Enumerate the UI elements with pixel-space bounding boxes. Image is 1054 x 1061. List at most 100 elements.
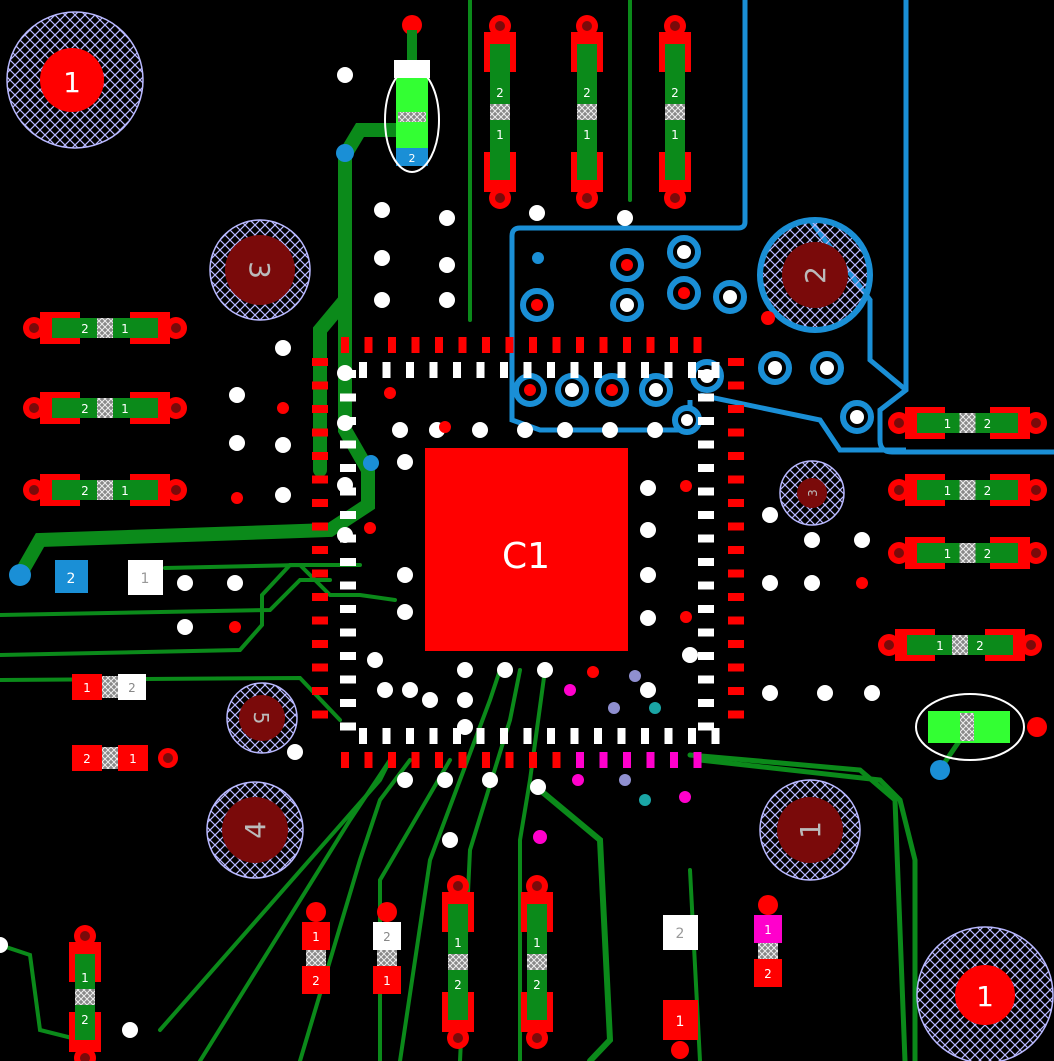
- pad: [754, 915, 782, 943]
- mounting-hole-label: 3: [806, 489, 820, 497]
- pin-label: 1: [83, 681, 91, 695]
- via-drill: [1031, 485, 1041, 495]
- chip-pin: [641, 362, 649, 378]
- pad: [72, 745, 102, 771]
- chip-pin: [547, 728, 555, 744]
- chip-pin: [364, 752, 373, 768]
- pad: [754, 959, 782, 987]
- chip-pin: [570, 362, 579, 378]
- via: [640, 480, 656, 496]
- mounting-hole-label: 1: [976, 980, 994, 1013]
- chip-pin: [698, 487, 714, 496]
- chip-pin: [698, 558, 714, 566]
- chip-pin: [364, 337, 373, 353]
- pad: [118, 745, 148, 771]
- component-marker: [959, 480, 976, 500]
- via: [640, 522, 656, 538]
- chip-c1-body: [425, 448, 628, 651]
- via: [337, 365, 353, 381]
- via: [497, 662, 513, 678]
- component-marker: [102, 747, 118, 769]
- via: [472, 422, 488, 438]
- chip-pin: [312, 428, 328, 437]
- chip-pin: [406, 728, 414, 744]
- chip-pin: [728, 663, 744, 672]
- pin-label: 1: [944, 484, 952, 498]
- via: [367, 652, 383, 668]
- via: [422, 692, 438, 708]
- chip-pin: [698, 534, 714, 543]
- via-pad: [1027, 717, 1047, 737]
- via: [854, 532, 870, 548]
- highlight-ring-top: [384, 67, 440, 173]
- mounting-hole-label: 2: [799, 266, 832, 284]
- via: [442, 832, 458, 848]
- pin-label: 2: [533, 978, 541, 992]
- chip-pin: [728, 358, 744, 366]
- chip-pin: [312, 499, 328, 507]
- via-drill: [171, 323, 181, 333]
- component-marker: [97, 318, 113, 338]
- chip-pin: [688, 728, 696, 744]
- chip-pin: [570, 728, 579, 744]
- via: [337, 477, 353, 493]
- via-drill: [495, 193, 505, 203]
- mounting-hole-small: 3: [779, 460, 845, 526]
- via: [0, 937, 8, 953]
- chip-pin: [476, 362, 485, 378]
- chip-pin: [623, 752, 631, 768]
- via: [397, 567, 413, 583]
- via: [457, 692, 473, 708]
- pin-label: 2: [583, 86, 591, 100]
- mounting-hole-2: 2: [757, 217, 873, 333]
- via: [557, 422, 573, 438]
- pin-label: 2: [984, 484, 992, 498]
- chip-pin: [728, 710, 744, 719]
- via-drill: [29, 323, 39, 333]
- via: [374, 292, 390, 308]
- chip-pin: [599, 337, 608, 353]
- pin-label: 2: [409, 152, 416, 165]
- chip-pin: [340, 581, 356, 590]
- via: [177, 575, 193, 591]
- chip-pin: [340, 628, 356, 637]
- resistor-vertical: 12: [442, 875, 474, 1049]
- chip-pin: [482, 752, 490, 768]
- chip-pin: [435, 752, 443, 768]
- component-marker: [952, 635, 968, 655]
- pin-label: 1: [454, 936, 462, 950]
- via: [374, 202, 390, 218]
- pin-label: 1: [496, 128, 504, 142]
- via-pad: [758, 895, 778, 915]
- highlighted-component-right[interactable]: [928, 711, 1047, 743]
- chip-pin: [688, 362, 696, 378]
- via: [529, 205, 545, 221]
- via: [439, 257, 455, 273]
- via: [397, 772, 413, 788]
- chip-pin: [312, 640, 328, 648]
- chip-pin: [312, 522, 328, 531]
- chip-pin: [382, 362, 391, 378]
- pin-label: 2: [984, 547, 992, 561]
- via: [864, 685, 880, 701]
- chip-pin: [340, 652, 356, 660]
- component-marker: [75, 989, 95, 1005]
- chip-pin: [728, 569, 744, 578]
- via-pad: [377, 902, 397, 922]
- mounting-hole-label: 1: [63, 66, 81, 99]
- chip-pin: [664, 362, 673, 378]
- pin-label: 1: [533, 936, 541, 950]
- via: [682, 647, 698, 663]
- chip-pin: [728, 381, 744, 390]
- via-drill: [1026, 640, 1036, 650]
- via: [337, 527, 353, 543]
- via: [537, 662, 553, 678]
- chip-pin: [312, 593, 328, 601]
- via: [602, 422, 618, 438]
- mounting-hole-label: 4: [239, 821, 272, 839]
- pin-label: 2: [81, 1013, 89, 1027]
- chip-pin: [698, 393, 714, 402]
